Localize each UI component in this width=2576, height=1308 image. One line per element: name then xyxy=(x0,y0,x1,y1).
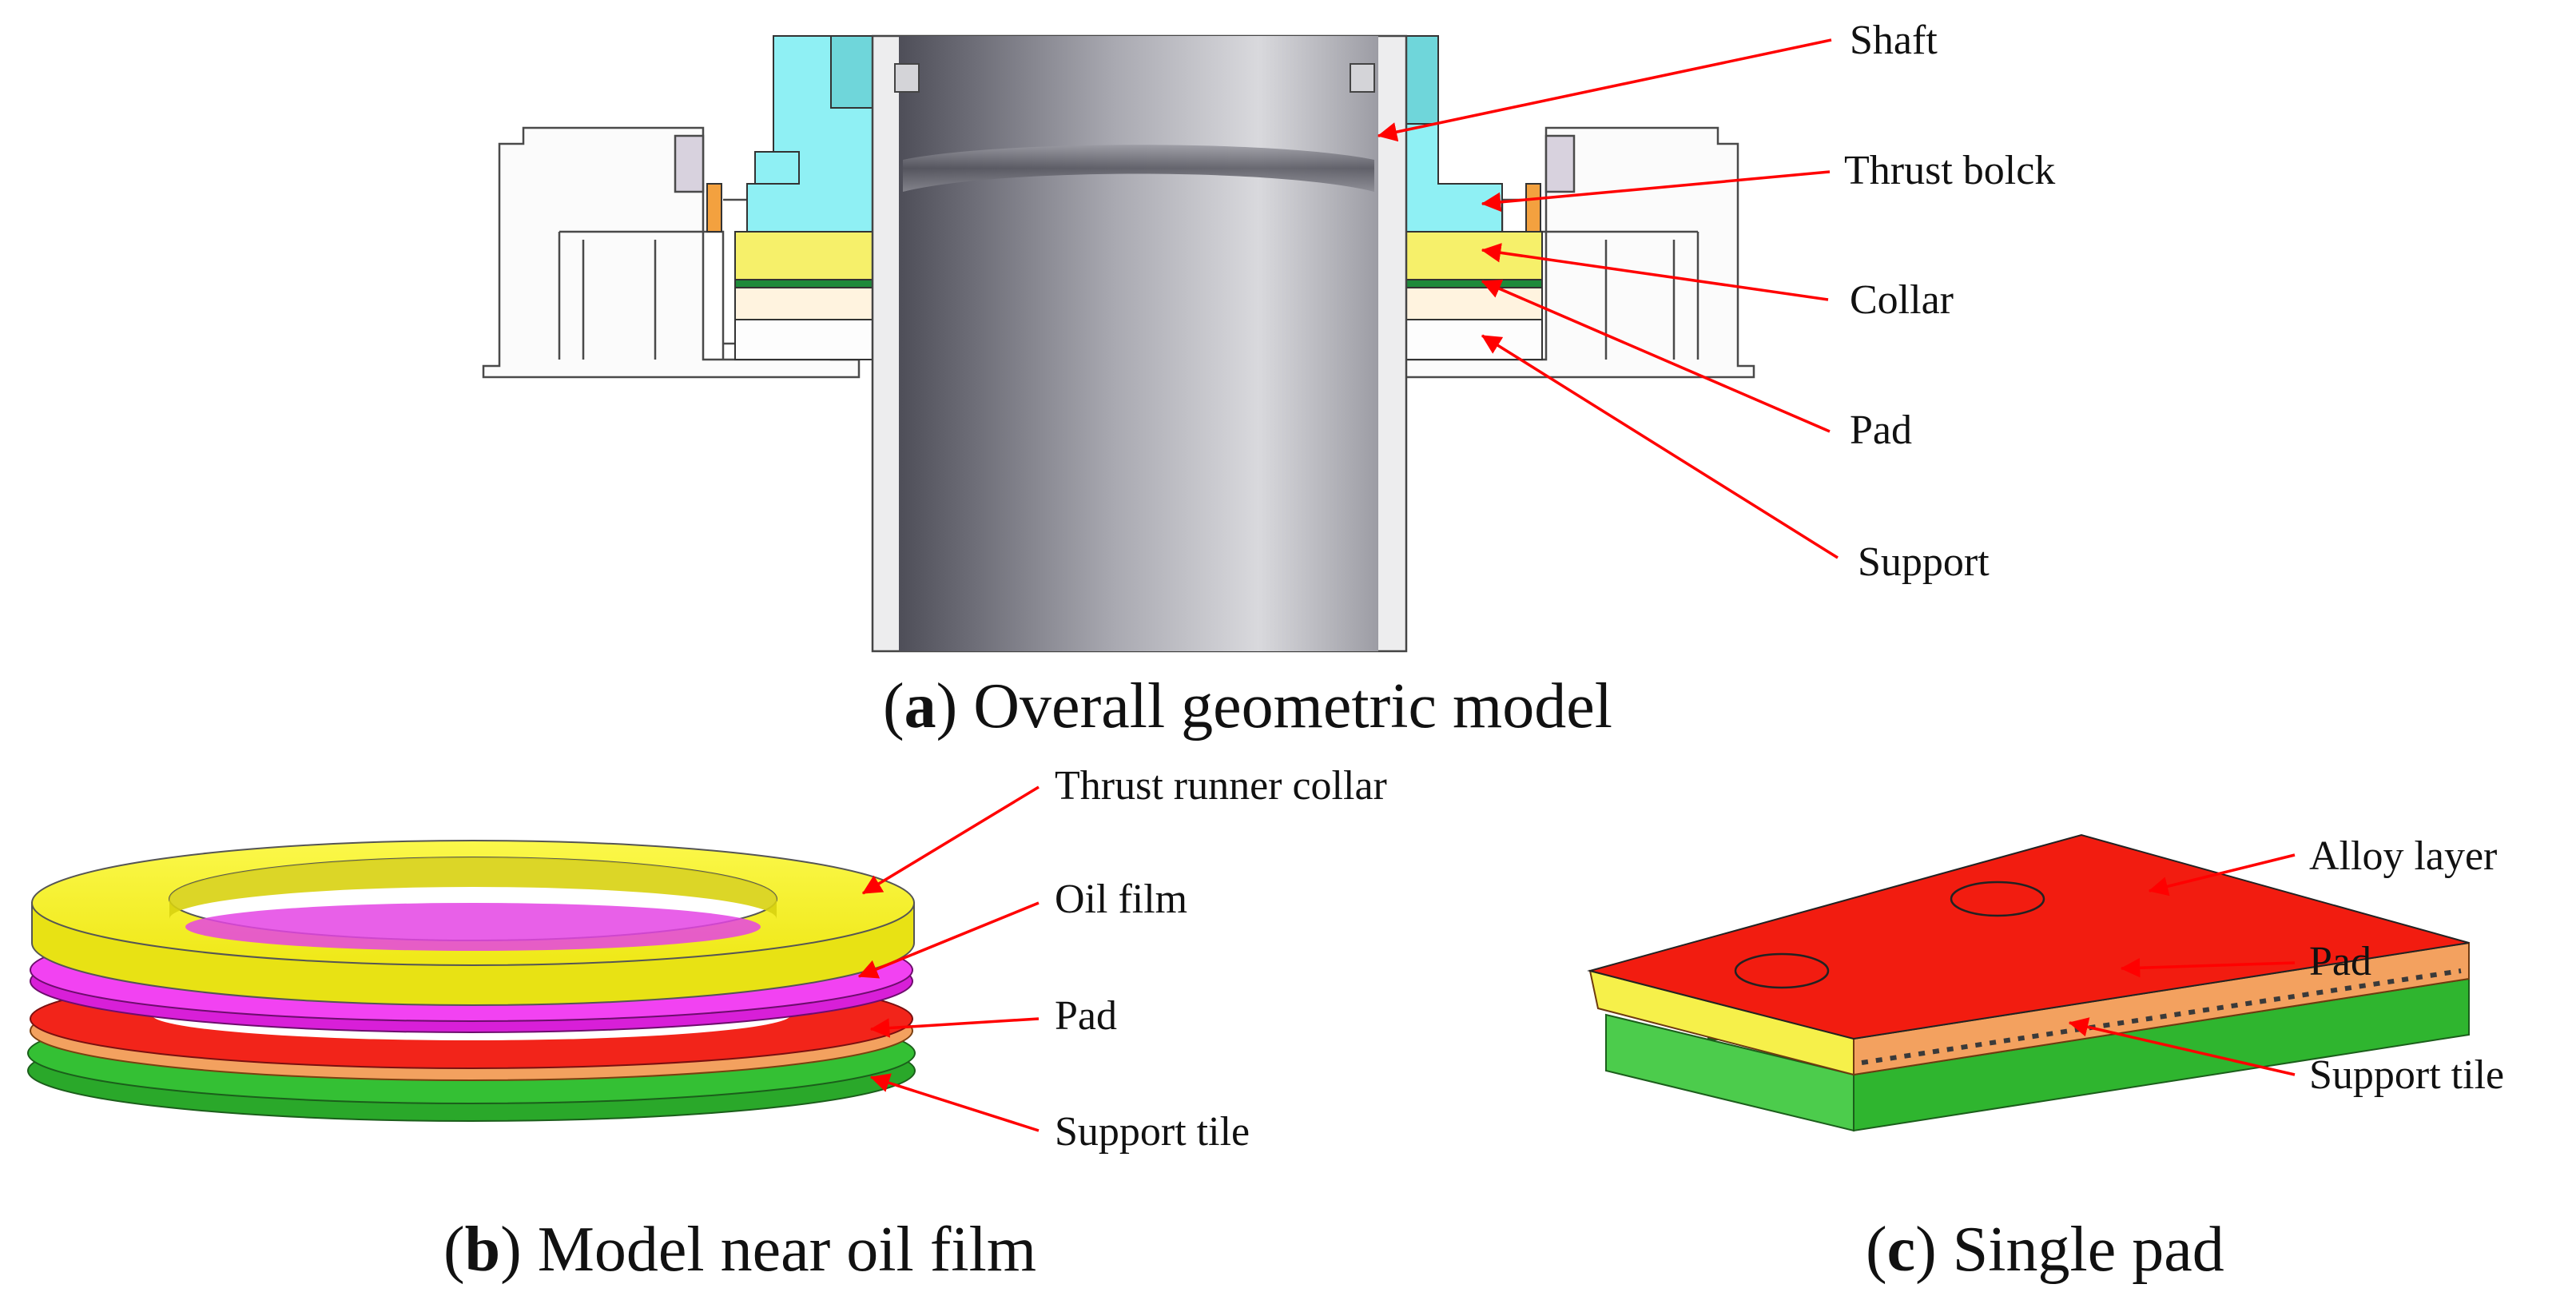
panel-a-overall-model: Shaft Thrust bolck Collar Pad Support (a… xyxy=(482,18,2055,741)
caption-a: (a) Overall geometric model xyxy=(883,671,1612,741)
caption-a-letter: a xyxy=(904,671,936,741)
label-pad-b: Pad xyxy=(1055,993,1117,1039)
arrow-alloy-layer xyxy=(2148,853,2296,897)
callout-arrows-c xyxy=(2068,853,2296,1076)
caption-c-text: Single pad xyxy=(1937,1215,2224,1285)
caption-c: (c) Single pad xyxy=(1866,1215,2224,1285)
arrow-thrust-runner-collar xyxy=(861,785,1040,895)
single-pad-layer xyxy=(1588,941,2470,1076)
thrust-runner-collar xyxy=(31,840,915,1006)
label-pad-a: Pad xyxy=(1850,408,1912,453)
caption-a-text: Overall geometric model xyxy=(957,671,1612,741)
label-thrust-block: Thrust bolck xyxy=(1844,148,2055,193)
arrow-collar xyxy=(1481,243,1829,301)
label-pad-c: Pad xyxy=(2309,939,2371,984)
callout-arrows-a xyxy=(1377,38,1839,559)
caption-b-letter: b xyxy=(465,1215,501,1285)
arrow-oil-film xyxy=(857,901,1040,979)
label-support-tile-b: Support tile xyxy=(1055,1109,1250,1155)
label-collar: Collar xyxy=(1850,277,1954,323)
arrow-support xyxy=(1481,334,1839,559)
bearing-stack-right xyxy=(1405,35,1543,360)
arrow-thrust-block xyxy=(1481,170,1831,213)
arrow-pad-a xyxy=(1481,279,1831,433)
label-shaft: Shaft xyxy=(1850,18,1938,63)
arrow-pad-b xyxy=(869,1017,1040,1038)
label-support-tile-c: Support tile xyxy=(2309,1052,2504,1098)
caption-c-letter: c xyxy=(1887,1215,1916,1285)
label-support: Support xyxy=(1858,539,1990,585)
caption-b-text: Model near oil film xyxy=(522,1215,1036,1285)
label-oil-film: Oil film xyxy=(1055,877,1187,922)
shaft xyxy=(871,34,1408,653)
arrow-pad-c xyxy=(2120,958,2296,978)
label-alloy-layer: Alloy layer xyxy=(2309,833,2497,879)
panel-b-oil-film-model: Thrust runner collar Oil film Pad Suppor… xyxy=(27,763,1387,1285)
label-thrust-runner-collar: Thrust runner collar xyxy=(1055,763,1387,809)
arrow-shaft xyxy=(1377,38,1832,142)
caption-b: (b) Model near oil film xyxy=(443,1215,1036,1285)
arrow-support-tile-c xyxy=(2068,1017,2296,1076)
arrow-support-tile-b xyxy=(869,1073,1040,1132)
single-alloy-layer xyxy=(1587,833,2470,1040)
callout-arrows-b xyxy=(857,785,1040,1132)
bearing-stack-left xyxy=(706,35,873,360)
panel-c-single-pad: Alloy layer Pad Support tile (c) Single … xyxy=(1587,833,2504,1285)
